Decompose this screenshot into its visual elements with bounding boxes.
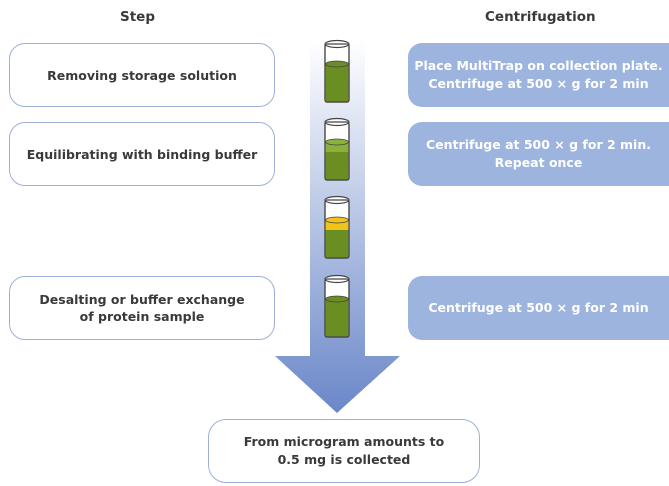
- centrifugation-box-3: Centrifuge at 500 × g for 2 min: [408, 276, 669, 340]
- centrifugation-header: Centrifugation: [485, 9, 596, 25]
- step-box-removing-storage: Removing storage solution: [9, 43, 275, 107]
- centrifugation-box-1: Place MultiTrap on collection plate. Cen…: [408, 43, 669, 107]
- step-box-desalting: Desalting or buffer exchange of protein …: [9, 276, 275, 340]
- tube-storage-solution-icon: [324, 39, 350, 103]
- tube-equilibrated-icon: [324, 117, 350, 181]
- step-header: Step: [120, 9, 155, 25]
- tube-sample-applied-icon: [324, 195, 350, 259]
- tube-desalted-icon: [324, 274, 350, 338]
- centrifugation-box-2: Centrifuge at 500 × g for 2 min. Repeat …: [408, 122, 669, 186]
- result-box: From microgram amounts to 0.5 mg is coll…: [208, 419, 480, 483]
- step-box-equilibrating: Equilibrating with binding buffer: [9, 122, 275, 186]
